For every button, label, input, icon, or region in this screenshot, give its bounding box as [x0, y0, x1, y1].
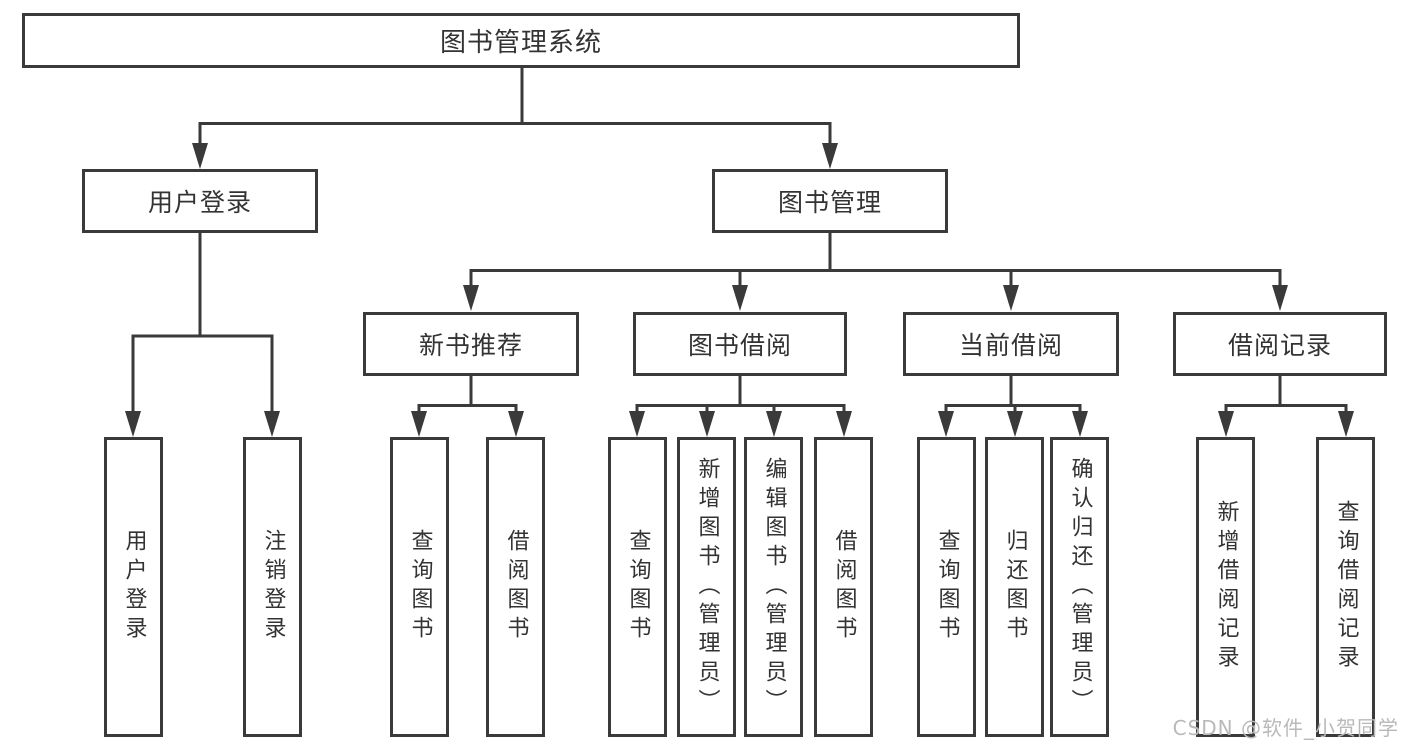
arrow-down-icon	[822, 143, 838, 169]
node-root-label: 图书管理系统	[439, 28, 602, 58]
arrow-down-icon	[1003, 285, 1019, 311]
arrow-down-icon	[766, 411, 782, 437]
leaf-logout: 注销登录	[243, 437, 302, 737]
arrow-down-icon	[463, 285, 479, 311]
leaf-edit-books-admin: 编辑图书（管理员）	[744, 437, 803, 737]
arrow-down-icon	[1218, 411, 1234, 437]
leaf-user-login-label: 用户登录	[121, 529, 147, 645]
arrow-down-icon	[699, 411, 715, 437]
leaf-query-books-recommend-label: 查询图书	[407, 529, 433, 645]
node-book-management: 图书管理	[712, 169, 948, 233]
arrow-down-icon	[836, 411, 852, 437]
leaf-borrow-books-recommend: 借阅图书	[486, 437, 545, 737]
arrow-down-icon	[629, 411, 645, 437]
leaf-query-borrow-record: 查询借阅记录	[1316, 437, 1375, 737]
arrow-down-icon	[1007, 411, 1023, 437]
leaf-confirm-return-admin: 确认归还（管理员）	[1050, 437, 1109, 737]
leaf-return-books: 归还图书	[985, 437, 1044, 737]
watermark: CSDN @软件_小贺同学	[1172, 716, 1399, 740]
leaf-edit-books-admin-label: 编辑图书（管理员）	[761, 456, 787, 718]
leaf-confirm-return-admin-label: 确认归还（管理员）	[1067, 456, 1093, 718]
leaf-borrow-books: 借阅图书	[814, 437, 873, 737]
node-new-book-recommend-label: 新书推荐	[418, 331, 523, 360]
arrow-down-icon	[1338, 411, 1354, 437]
node-user-login-label: 用户登录	[147, 188, 252, 217]
arrow-down-icon	[938, 411, 954, 437]
leaf-query-books-borrow-label: 查询图书	[625, 529, 651, 645]
leaf-user-login: 用户登录	[104, 437, 163, 737]
leaf-add-borrow-record-label: 新增借阅记录	[1213, 500, 1239, 674]
arrow-down-icon	[1072, 411, 1088, 437]
node-new-book-recommend: 新书推荐	[363, 312, 579, 376]
leaf-borrow-books-recommend-label: 借阅图书	[503, 529, 529, 645]
node-borrow-record-label: 借阅记录	[1227, 331, 1332, 360]
arrow-down-icon	[411, 411, 427, 437]
node-root: 图书管理系统	[22, 13, 1020, 68]
node-book-borrow: 图书借阅	[633, 312, 847, 376]
leaf-query-books-current: 查询图书	[917, 437, 976, 737]
arrow-down-icon	[192, 143, 208, 169]
node-current-borrow: 当前借阅	[903, 312, 1119, 376]
node-book-management-label: 图书管理	[777, 188, 882, 217]
leaf-return-books-label: 归还图书	[1002, 529, 1028, 645]
node-book-borrow-label: 图书借阅	[687, 331, 792, 360]
node-current-borrow-label: 当前借阅	[958, 331, 1063, 360]
arrowheads	[125, 143, 1354, 437]
arrow-down-icon	[264, 411, 280, 437]
node-borrow-record: 借阅记录	[1173, 312, 1387, 376]
leaf-borrow-books-label: 借阅图书	[831, 529, 857, 645]
leaf-add-books-admin-label: 新增图书（管理员）	[694, 456, 720, 718]
leaf-add-books-admin: 新增图书（管理员）	[677, 437, 736, 737]
arrow-down-icon	[125, 411, 141, 437]
node-user-login: 用户登录	[82, 169, 318, 233]
leaf-query-books-recommend: 查询图书	[390, 437, 449, 737]
arrow-down-icon	[732, 285, 748, 311]
leaf-query-borrow-record-label: 查询借阅记录	[1333, 500, 1359, 674]
leaf-query-books-current-label: 查询图书	[934, 529, 960, 645]
arrow-down-icon	[508, 411, 524, 437]
leaf-add-borrow-record: 新增借阅记录	[1196, 437, 1255, 737]
leaf-logout-label: 注销登录	[260, 529, 286, 645]
leaf-query-books-borrow: 查询图书	[608, 437, 667, 737]
arrow-down-icon	[1272, 285, 1288, 311]
